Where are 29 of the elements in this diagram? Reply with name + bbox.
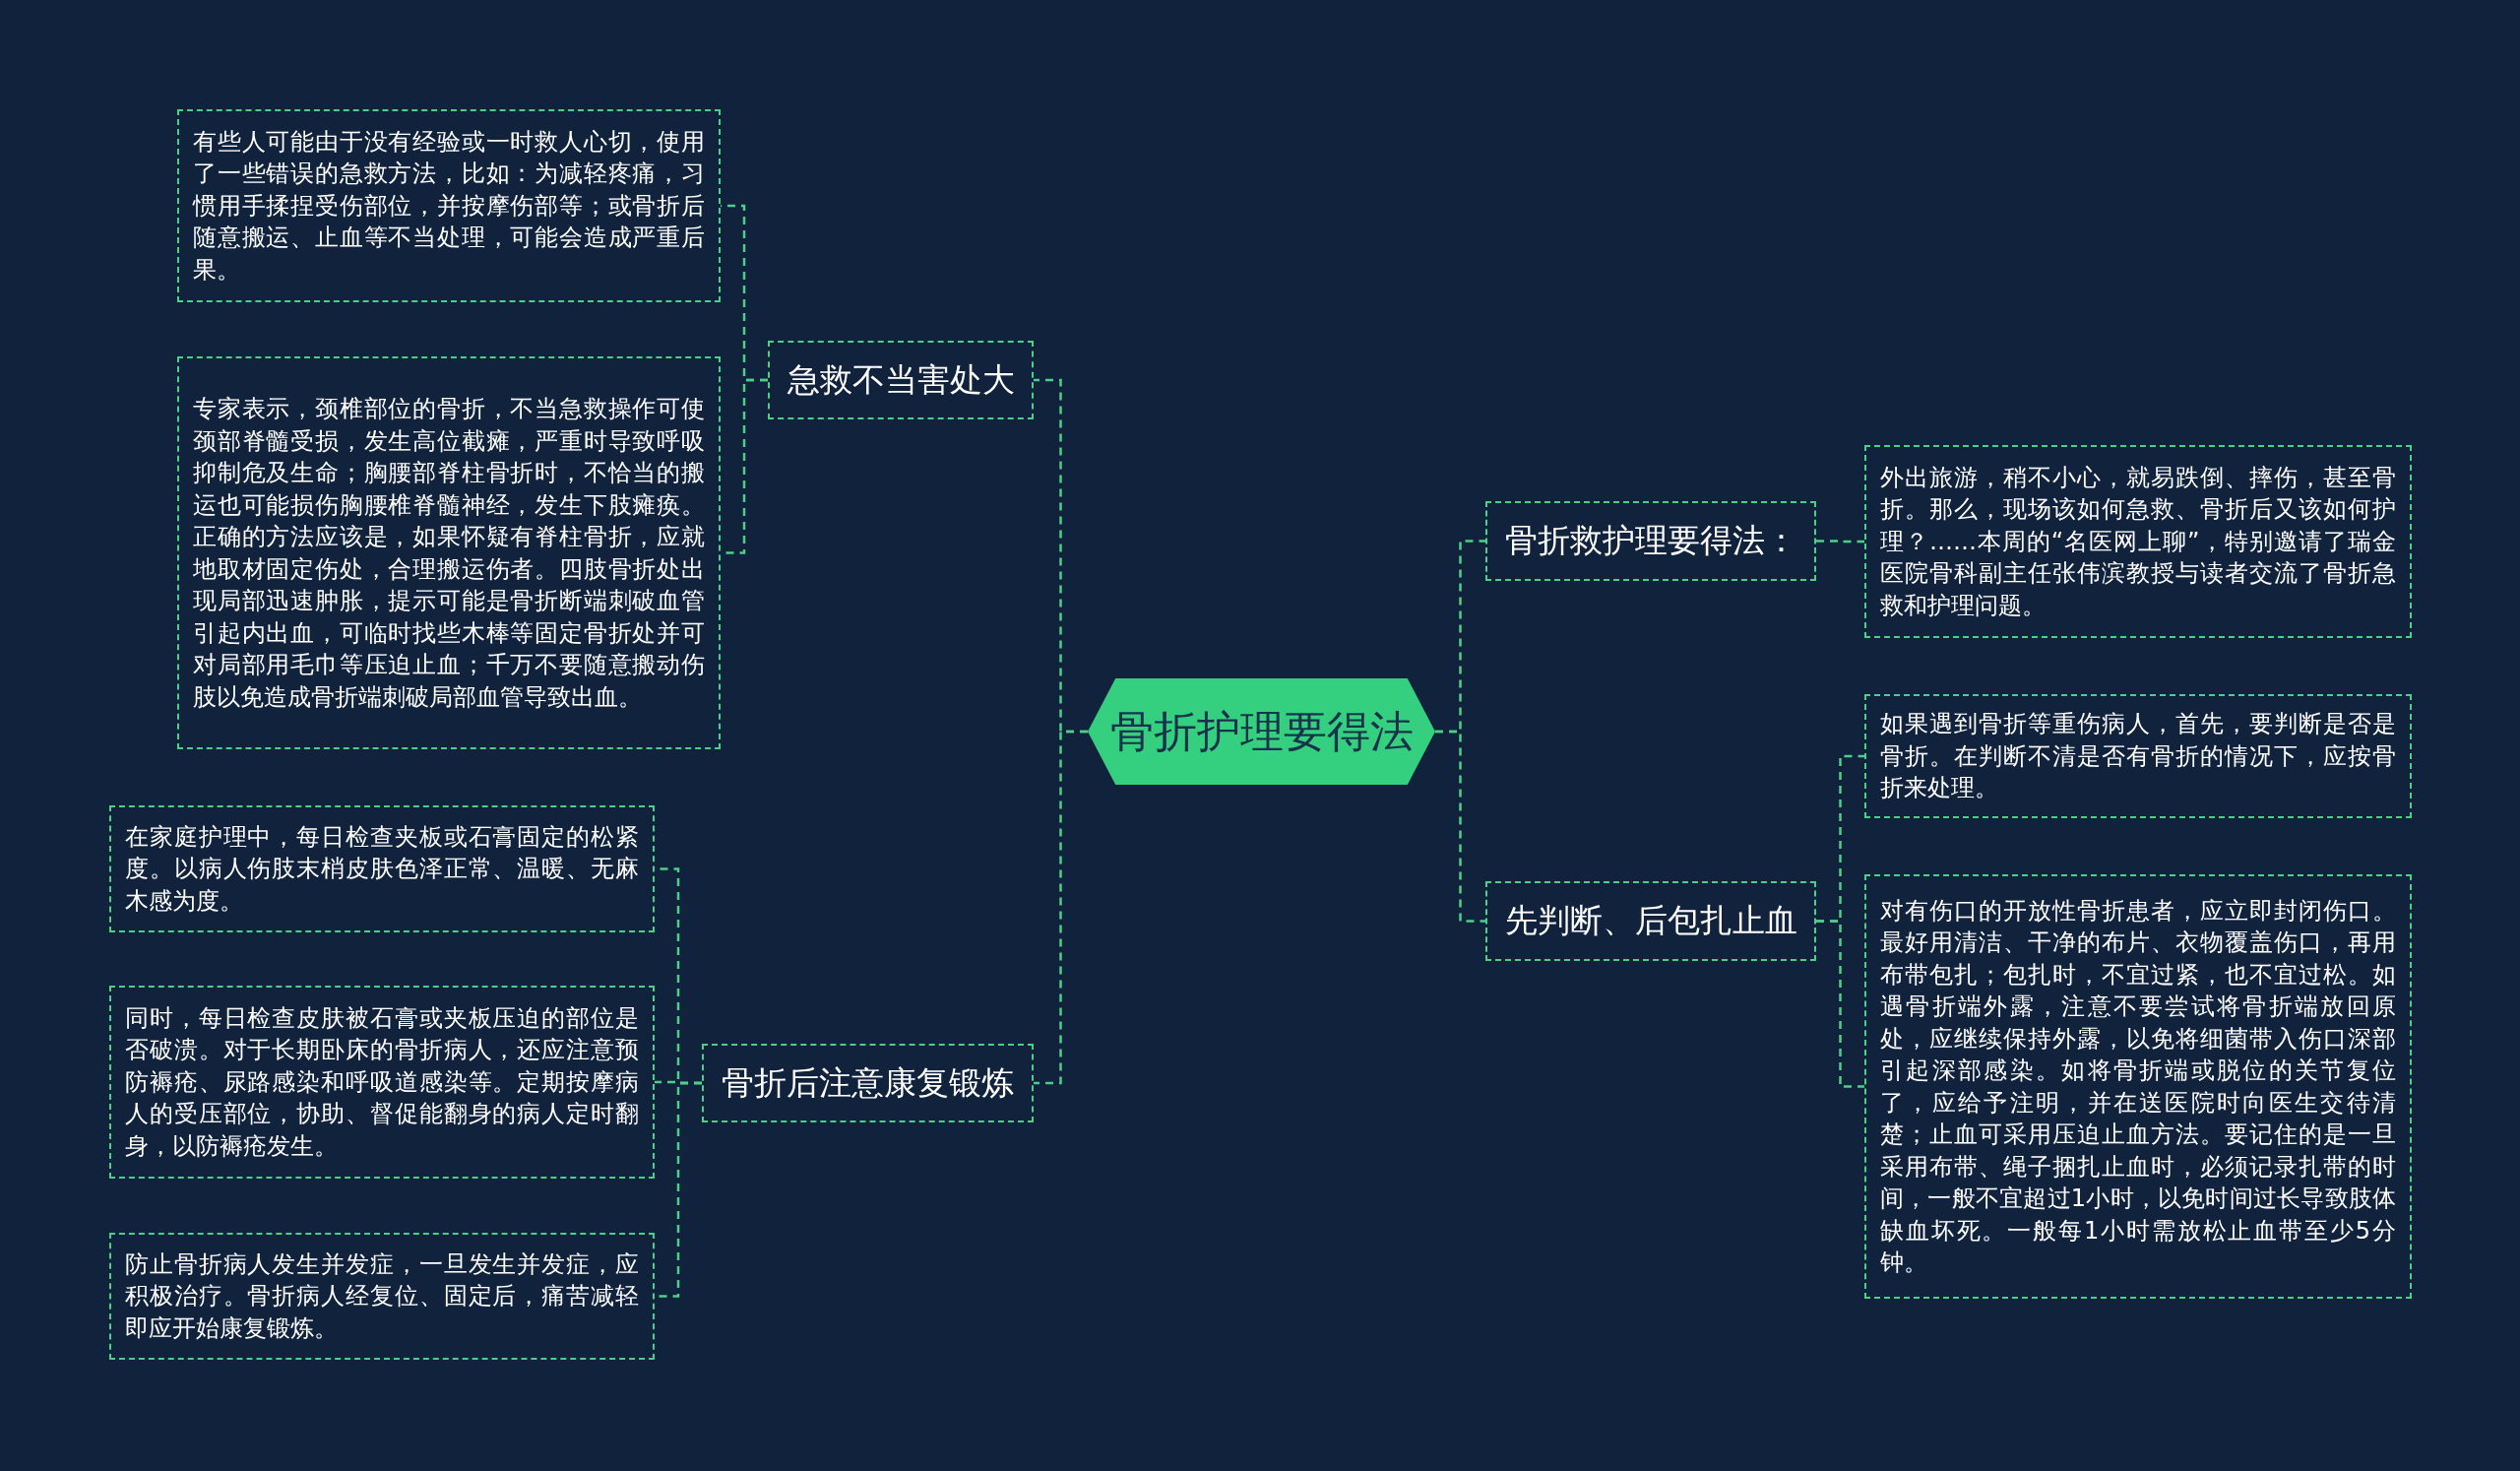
note-box [1864, 694, 2412, 818]
note-text: 外出旅游，稍不小心，就易跌倒、摔伤，甚至骨折。那么，现场该如何急救、骨折后又该如何护理？……本周的“名医网上聊”，特别邀请了瑞金医院骨科副主任张伟滨教授与读者交流了骨折急救和护理问题。 [1880, 462, 2396, 621]
note-text: 防止骨折病人发生并发症，一旦发生并发症，应积极治疗。骨折病人经复位、固定后，痛苦减轻即应开始康复锻炼。 [125, 1248, 639, 1344]
note-box [177, 356, 721, 749]
connector-line [1816, 920, 1864, 1088]
note-text: 在家庭护理中，每日检查夹板或石膏固定的松紧度。以病人伤肢末梢皮肤色泽正常、温暖、无麻木感为度。 [125, 821, 639, 917]
topic-label: 急救不当害处大 [787, 358, 1015, 401]
topic-title: 骨折护理要得法 [1109, 704, 1414, 758]
connector-line [1435, 730, 1485, 923]
topic-label: 骨折后注意康复锻炼 [722, 1061, 1014, 1104]
note-box [109, 986, 655, 1179]
connector-line [1034, 730, 1088, 1085]
center-hexagon [1088, 678, 1435, 785]
note-text: 有些人可能由于没有经验或一时救人心切，使用了一些错误的急救方法，比如：为减轻疼痛，习惯用手揉捏受伤部位，并按摩伤部等；或骨折后随意搬运、止血等不当处理，可能会造成严重后果。 [193, 126, 705, 286]
topic-label: 先判断、后包扎止血 [1504, 900, 1797, 941]
topic-box [702, 1044, 1034, 1122]
note-text: 专家表示，颈椎部位的骨折，不当急救操作可使颈部脊髓受损，发生高位截瘫，严重时导致呼吸抑制危及生命；胸腰部脊柱骨折时，不恰当的搬运也可能损伤胸腰椎脊髓神经，发生下肢瘫痪。正确的方法应该是，如果怀疑有脊柱骨折，应就地取材固定伤处，合理搬运伤者。四肢骨折处出现局部迅速肿胀，提示可能是骨折断端刺破血管引起内出血，可临时找些木棒等固定骨折处并可对局部用毛巾等压迫止血；千万不要随意搬动伤肢以免造成骨折端刺破局部血管导致出血。 [193, 394, 705, 713]
note-box [109, 1233, 655, 1360]
note-text: 对有伤口的开放性骨折患者，应立即封闭伤口。最好用清洁、干净的布片、衣物覆盖伤口，再用布带包扎；包扎时，不宜过紧，也不宜过松。如遇骨折端外露，注意不要尝试将骨折端放回原处，应继续保持外露，以免将细菌带入伤口深部引起深部感染。如将骨折端或脱位的关节复位了，应给予注明，并在送医院时向医生交待清楚；止血可采用压迫止血方法。要记住的是一旦采用布带、绳子捆扎止血时，必须记录扎带的时间，一般不宜超过1小时，以免时间过长导致肢体缺血坏死。一般每1小时需放松止血带至少5分钟。 [1880, 895, 2396, 1278]
topic-box [1485, 501, 1816, 581]
note-text: 如果遇到骨折等重伤病人，首先，要判断是否是骨折。在判断不清是否有骨折的情况下，应按骨折来处理。 [1880, 709, 2396, 804]
topic-box [1485, 881, 1816, 961]
note-box [1864, 445, 2412, 638]
topic-box [768, 341, 1034, 419]
topic-label: 骨折救护理要得法： [1504, 520, 1797, 561]
note-box [109, 805, 655, 932]
connector-line [1816, 540, 1864, 544]
note-text: 同时，每日检查皮肤被石膏或夹板压迫的部位是否破溃。对于长期卧床的骨折病人，还应注意预防褥疮、尿路感染和呼吸道感染等。定期按摩病人的受压部位，协助、督促能翻身的病人定时翻身，以防褥疮发生。 [125, 1002, 639, 1162]
note-box [177, 109, 721, 302]
